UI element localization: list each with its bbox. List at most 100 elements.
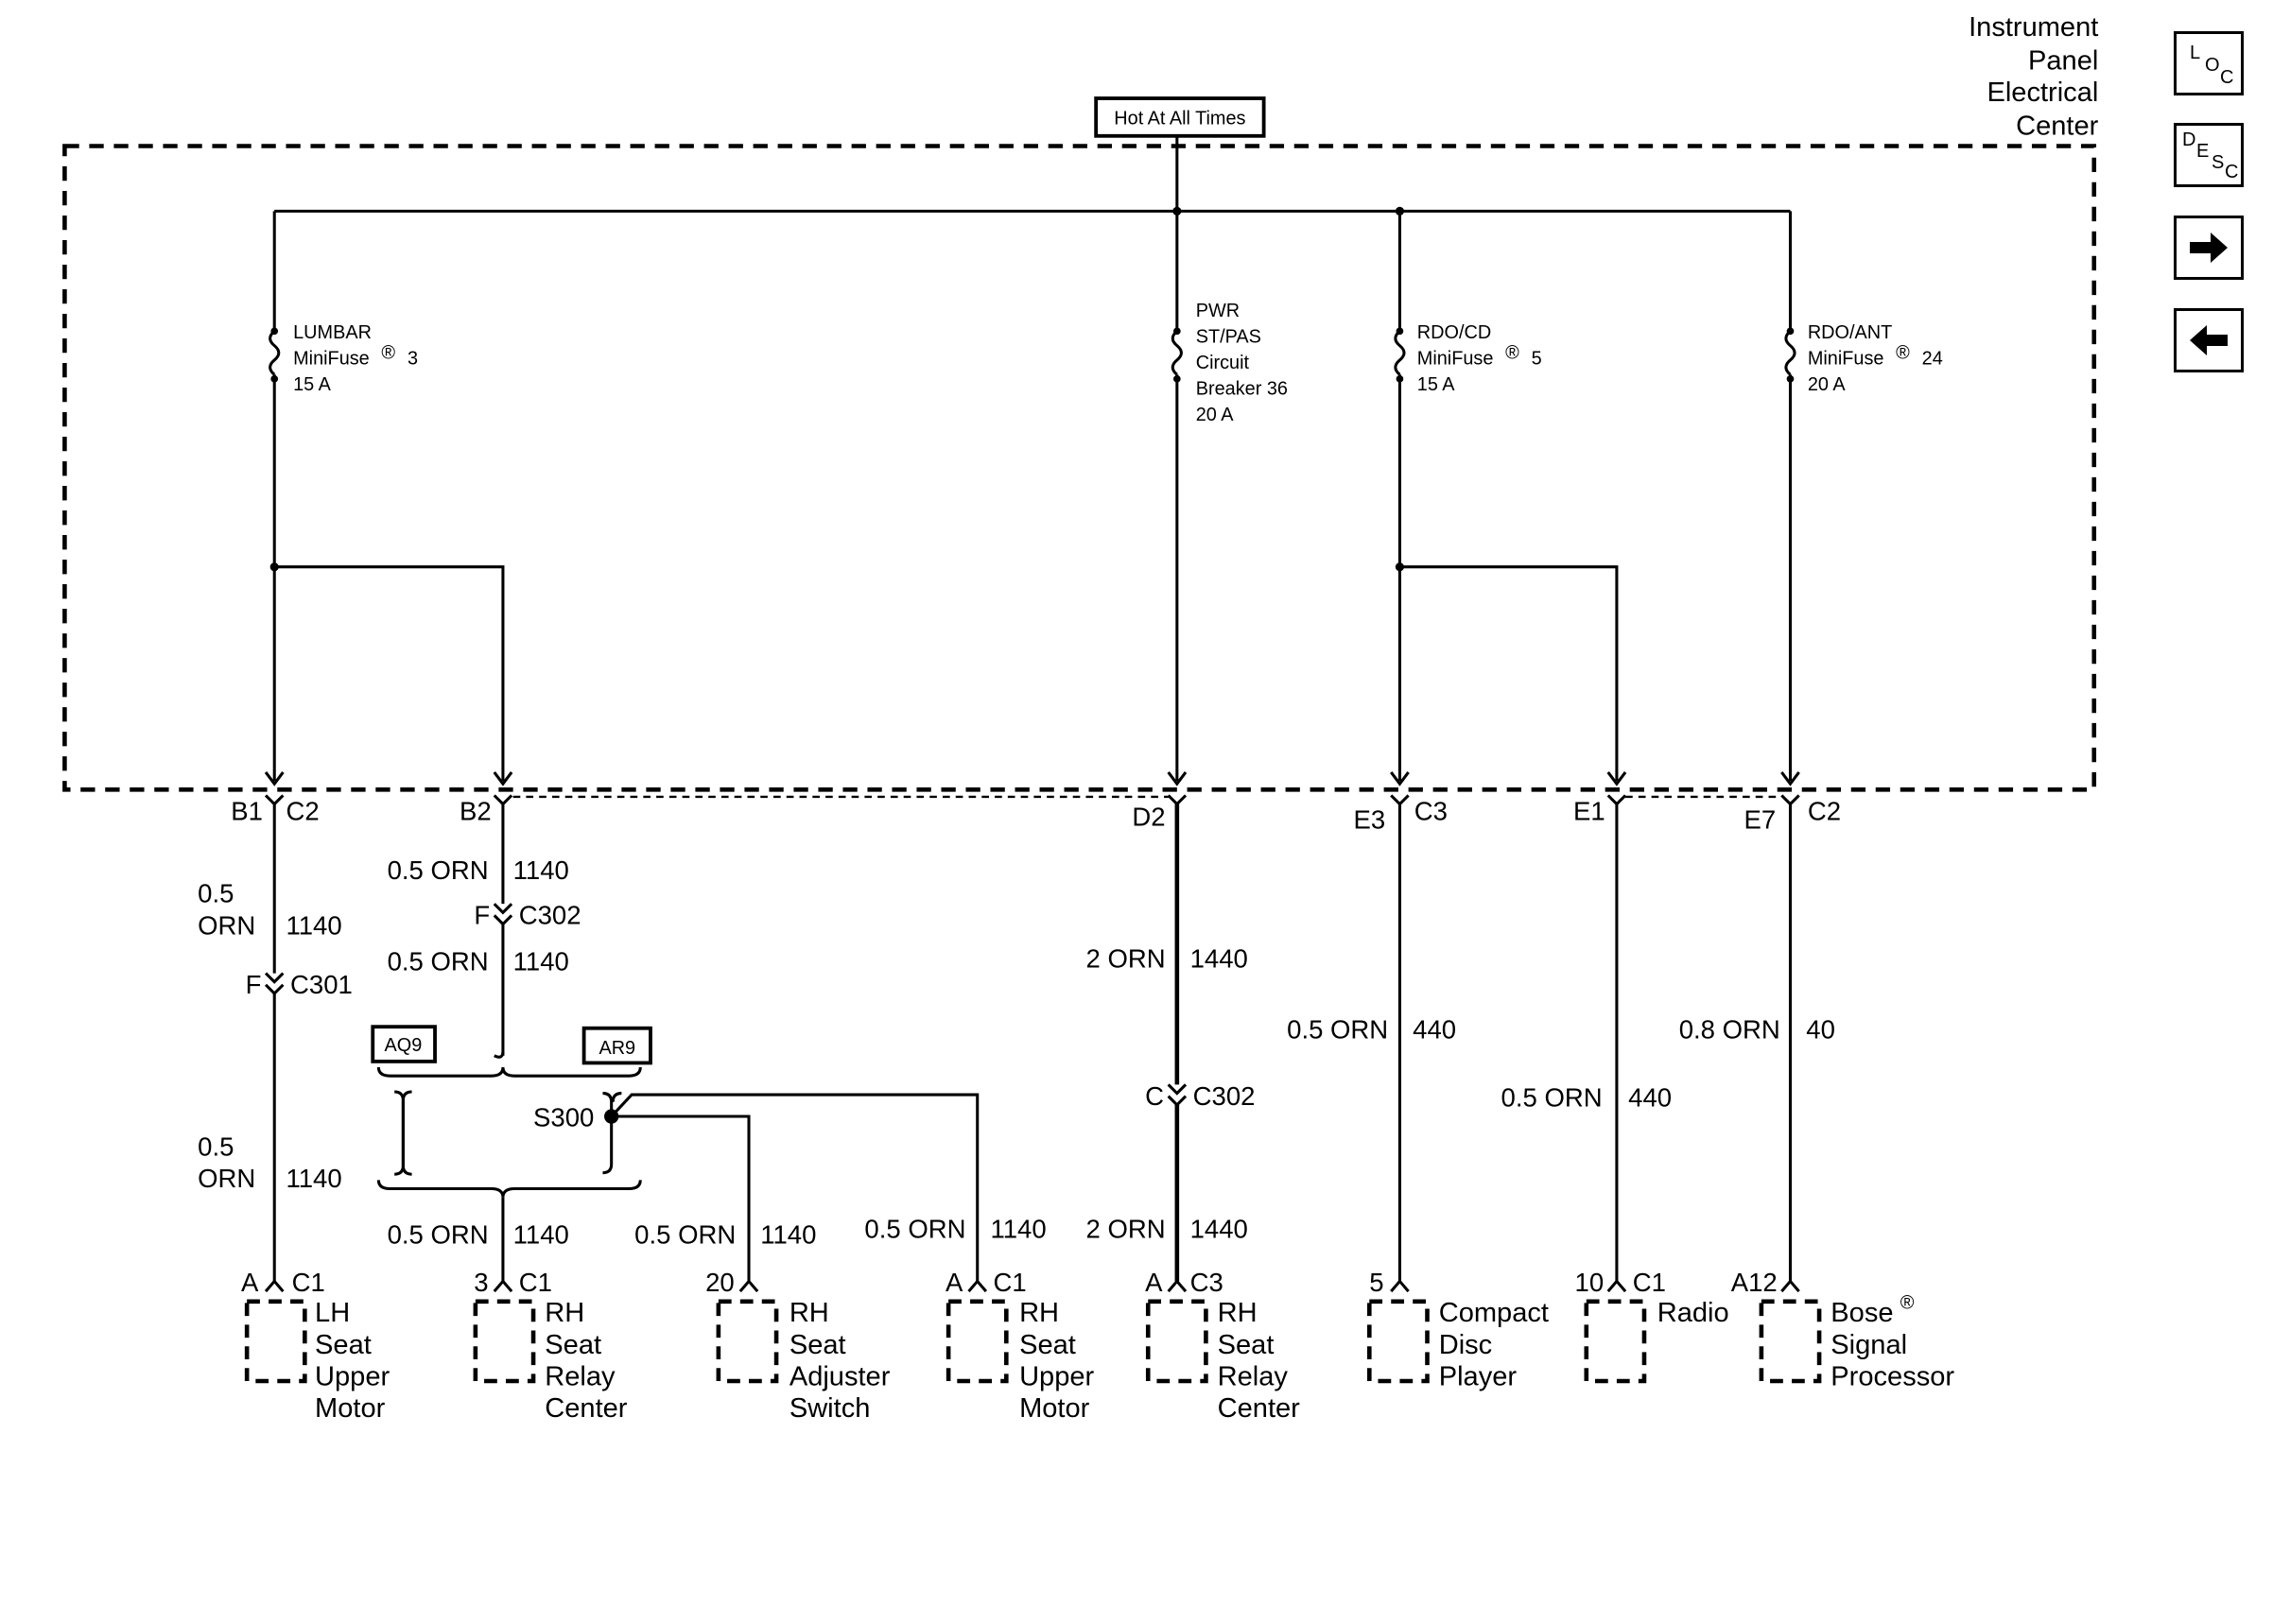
comp4-pin: A (946, 1268, 963, 1297)
w5-label-a: 2 ORN (1086, 943, 1166, 973)
rdo-ant-reg-mark: ® (1896, 342, 1910, 363)
comp5-line1: RH (1218, 1298, 1258, 1328)
w2-circuit-b: 1140 (513, 947, 569, 976)
component-radio: 10 C1 Radio (1575, 1268, 1729, 1384)
c302b-label: C302 (1193, 1081, 1256, 1111)
comp3-line4: Switch (789, 1393, 871, 1424)
next-page-button[interactable] (2174, 216, 2244, 280)
right-arrow-icon (2177, 218, 2241, 277)
w1-circuit-a: 1140 (286, 910, 341, 940)
w1-color-b: ORN (198, 1164, 255, 1193)
comp3-pin: 20 (705, 1268, 735, 1297)
w5-label-b: 2 ORN (1086, 1215, 1166, 1244)
c302a-pin: F (474, 901, 490, 930)
desc-letter-d: D (2182, 130, 2196, 150)
w3-circuit: 1140 (760, 1220, 816, 1250)
comp6-line2: Disc (1439, 1330, 1492, 1360)
comp2-line3: Relay (545, 1362, 616, 1392)
desc-letter-c: C (2225, 162, 2239, 182)
w4-circuit: 1140 (990, 1215, 1046, 1244)
comp5-conn: C3 (1190, 1268, 1223, 1297)
component-lh-seat-upper-motor: A C1 LH Seat Upper Motor (241, 1268, 390, 1424)
w8-circuit: 40 (1806, 1014, 1835, 1044)
ipec-title: Instrument Panel Electrical Center (1969, 12, 2099, 141)
comp3-line2: Seat (789, 1330, 846, 1360)
conn-c2b: C2 (1808, 796, 1841, 825)
prev-page-button[interactable] (2174, 308, 2244, 372)
comp7-pin: 10 (1575, 1268, 1605, 1297)
c301-pin: F (246, 970, 262, 999)
w5-circuit-b: 1440 (1190, 1215, 1248, 1244)
conn-e3: E3 (1353, 805, 1385, 835)
conn-e1: E1 (1573, 796, 1605, 825)
lumbar-fuse-number: 3 (408, 349, 418, 370)
desc-letter-e: E (2196, 141, 2210, 162)
ipec-title-line-1: Instrument (1969, 12, 2098, 43)
wire-e1-440: 0.5 ORN 440 (1501, 803, 1672, 1282)
ipec-title-line-3: Electrical (1987, 78, 2098, 108)
comp8-reg-mark: ® (1900, 1292, 1915, 1313)
component-pins (264, 1279, 1800, 1293)
comp1-line2: Seat (315, 1330, 372, 1360)
left-arrow-icon (2177, 311, 2241, 370)
w1-size-b: 0.5 (198, 1132, 234, 1161)
loc-letter-c: C (2220, 67, 2234, 88)
comp2-line2: Seat (545, 1330, 601, 1360)
comp4-conn: C1 (994, 1268, 1027, 1297)
ipec-title-line-2: Panel (2028, 45, 2098, 76)
wire-d2-1440: 2 ORN 1440 C C302 2 ORN 1440 (1086, 803, 1256, 1282)
loc-button[interactable]: L O C (2174, 31, 2244, 95)
component-bose-signal-processor: A12 Bose ® Signal Processor (1731, 1268, 1955, 1391)
lumbar-minifuse: LUMBAR MiniFuse ® 3 15 A (269, 211, 505, 782)
comp5-line3: Relay (1218, 1362, 1289, 1392)
power-bus (274, 135, 1791, 216)
w2-label-c: 0.5 ORN (388, 1220, 489, 1250)
rdo-cd-minifuse: RDO/CD MiniFuse ® 5 15 A (1394, 211, 1619, 782)
comp8-line1: Bose (1831, 1298, 1893, 1328)
comp4-line3: Upper (1019, 1362, 1094, 1392)
rdo-cd-label: RDO/CD (1417, 322, 1491, 343)
comp5-pin: A (1145, 1268, 1163, 1297)
w7-circuit: 440 (1628, 1082, 1672, 1112)
lumbar-label: LUMBAR (293, 322, 372, 343)
comp1-conn: C1 (292, 1268, 325, 1297)
w4-label: 0.5 ORN (864, 1215, 965, 1244)
cb-line-1: PWR (1196, 301, 1240, 321)
rdo-cd-minifuse-label: MiniFuse (1417, 349, 1494, 370)
comp7-line1: Radio (1657, 1298, 1729, 1328)
w2-label-b: 0.5 ORN (388, 947, 489, 976)
rdo-ant-rating: 20 A (1808, 374, 1847, 395)
component-rh-seat-adjuster-switch: 20 RH Seat Adjuster Switch (705, 1268, 891, 1424)
rdo-ant-fuse-number: 24 (1922, 349, 1943, 370)
cb-line-3: Circuit (1196, 353, 1250, 373)
wire-e3-440: 0.5 ORN 440 (1287, 803, 1456, 1282)
option-ar9: AR9 (599, 1038, 635, 1059)
w6-circuit: 440 (1413, 1014, 1456, 1044)
cb-line-5: 20 A (1196, 405, 1235, 425)
c302a-label: C302 (519, 901, 581, 930)
comp8-pin: A12 (1731, 1268, 1778, 1297)
desc-button[interactable]: D E S C (2174, 123, 2244, 187)
w5-circuit-a: 1440 (1190, 943, 1248, 973)
ipec-boundary (62, 144, 2097, 792)
comp8-line2: Signal (1831, 1330, 1907, 1360)
comp6-line1: Compact (1439, 1298, 1549, 1328)
loc-letter-l: L (2190, 43, 2201, 63)
wire-e7-40: 0.8 ORN 40 (1679, 803, 1835, 1282)
rdo-ant-label: RDO/ANT (1808, 322, 1892, 343)
comp1-line3: Upper (315, 1362, 390, 1392)
conn-b2: B2 (460, 796, 492, 825)
hot-at-all-times-text: Hot At All Times (1114, 109, 1245, 130)
comp4-line4: Motor (1019, 1393, 1090, 1424)
rdo-ant-minifuse: RDO/ANT MiniFuse ® 24 20 A (1784, 211, 1943, 782)
component-rh-seat-relay-center-c3: A C3 RH Seat Relay Center (1145, 1268, 1300, 1424)
comp4-line2: Seat (1019, 1330, 1076, 1360)
comp3-line1: RH (789, 1298, 829, 1328)
header-connector-labels: B1 C2 B2 D2 E3 C3 E1 E7 C2 (231, 796, 1841, 834)
pwr-st-pas-circuit-breaker: PWR ST/PAS Circuit Breaker 36 20 A (1171, 211, 1288, 782)
comp1-line4: Motor (315, 1393, 386, 1424)
conn-d2: D2 (1132, 803, 1165, 832)
w2-circuit-a: 1140 (513, 855, 569, 885)
comp7-conn: C1 (1633, 1268, 1666, 1297)
w1-color-a: ORN (198, 910, 255, 940)
